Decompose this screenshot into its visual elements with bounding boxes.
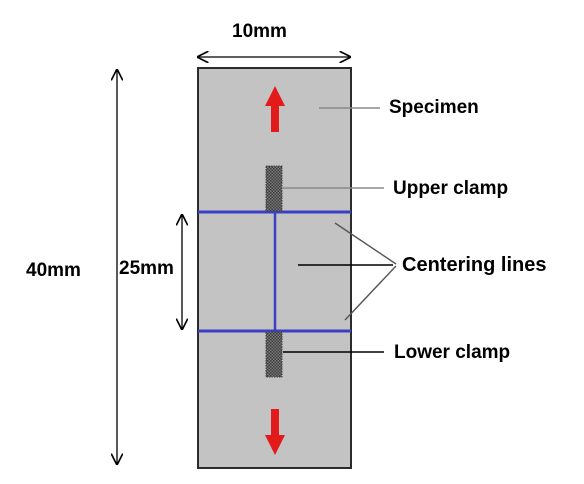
arrow-up-icon bbox=[265, 86, 285, 132]
gauge-label: 25mm bbox=[119, 258, 174, 279]
upper-clamp-label: Upper clamp bbox=[393, 178, 508, 199]
lower-clamp bbox=[265, 331, 283, 378]
upper-clamp bbox=[265, 165, 283, 212]
centering-leader-lower bbox=[344, 265, 397, 321]
arrow-down-icon bbox=[265, 409, 285, 455]
width-label: 10mm bbox=[232, 21, 287, 42]
centering-lines-label: Centering lines bbox=[402, 254, 546, 276]
length-label: 40mm bbox=[26, 260, 81, 281]
centering-leader-upper bbox=[334, 222, 397, 265]
lower-clamp-label: Lower clamp bbox=[394, 342, 510, 363]
specimen-label: Specimen bbox=[389, 97, 479, 118]
